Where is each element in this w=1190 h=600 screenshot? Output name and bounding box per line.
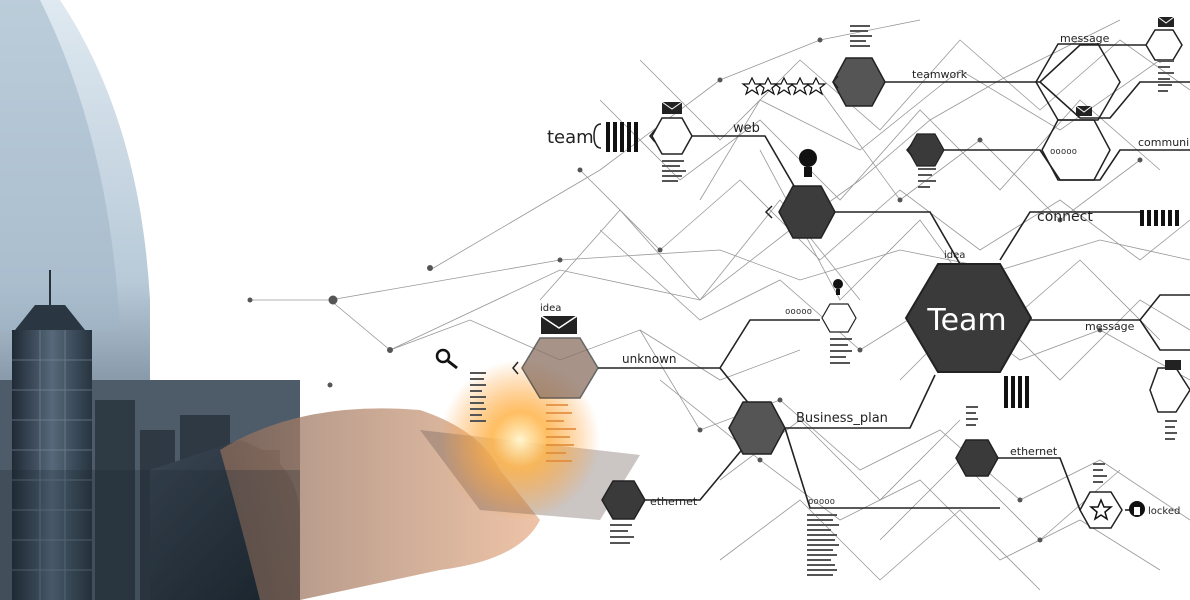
lightbulb-icon — [833, 279, 843, 295]
web-label: web — [733, 121, 760, 136]
hex-ethernet-left — [601, 480, 646, 520]
light-glow — [440, 360, 600, 520]
hex-communi — [907, 133, 945, 167]
hex-business — [728, 401, 786, 455]
team-left-label: team — [547, 127, 594, 148]
hex-star — [1079, 491, 1123, 529]
dots-label-a: ooooo — [785, 307, 812, 317]
hex-web — [778, 185, 836, 239]
hex-team-left — [651, 117, 693, 155]
envelope-icon — [1075, 105, 1093, 116]
hex-team-main — [904, 263, 1033, 373]
dots-label-b: ooooo — [808, 497, 835, 507]
hex-message-top — [1145, 29, 1183, 61]
magnifier-icon — [435, 348, 458, 370]
hex-idea-left — [521, 337, 599, 399]
message-right-label: message — [1085, 320, 1135, 333]
padlock-icon — [1129, 501, 1145, 517]
city-photo-area — [0, 0, 640, 600]
communi-label: communi — [1138, 136, 1189, 149]
hex-nodes — [521, 29, 1190, 529]
ethernet-left-label: ethernet — [650, 495, 698, 508]
skyscraper — [12, 270, 92, 600]
idea-center-label: idea — [944, 250, 965, 261]
envelope-icon — [1165, 360, 1181, 370]
team-center-label: Team — [926, 303, 1006, 338]
hex-message-right — [1149, 367, 1190, 413]
star-icon — [1088, 498, 1114, 521]
dots-label-c: ooooo — [1050, 147, 1077, 157]
arrow-markers — [512, 75, 913, 375]
hex-ethernet-right — [955, 439, 999, 477]
envelope-icon — [661, 101, 683, 114]
tiny-text-orange — [546, 404, 576, 462]
mesh-nodes — [247, 37, 1163, 543]
lightbulb-icon — [799, 149, 817, 177]
tiny-text-blocks — [470, 25, 1177, 576]
arc-glass — [0, 0, 120, 330]
people-group-icon — [606, 122, 1179, 408]
unknown-label: unknown — [622, 352, 677, 366]
connect-label: connect — [1037, 209, 1093, 225]
hex-teamwork — [832, 57, 886, 107]
locked-label: locked — [1148, 506, 1180, 517]
brace-icon — [593, 123, 602, 149]
star-rating-icon — [741, 76, 827, 96]
idea-top-label: idea — [540, 303, 561, 314]
hex-lock-small — [821, 303, 857, 333]
ethernet-right-label: ethernet — [1010, 445, 1058, 458]
business-plan-label: Business_plan — [796, 411, 888, 426]
envelope-icon — [1157, 16, 1175, 27]
teamwork-label: teamwork — [912, 68, 968, 81]
envelope-icon — [540, 315, 578, 334]
message-top-label: message — [1060, 32, 1110, 45]
hex-large-top — [1035, 43, 1121, 121]
